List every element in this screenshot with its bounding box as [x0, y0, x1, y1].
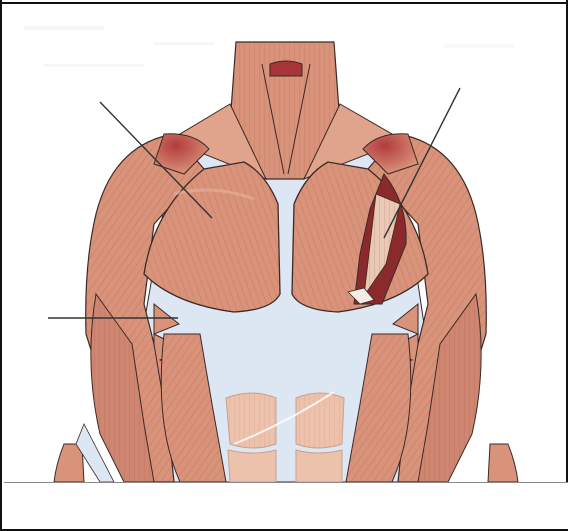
- caption-area: [4, 482, 568, 530]
- anatomy-svg: [4, 4, 568, 482]
- anatomy-illustration: [4, 4, 568, 482]
